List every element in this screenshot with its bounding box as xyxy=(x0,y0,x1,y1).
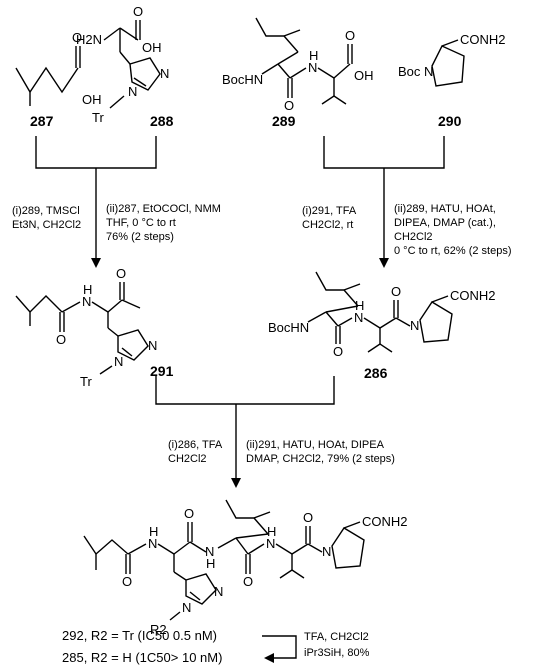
atom-o: O xyxy=(122,574,132,589)
atom-boc: Boc xyxy=(398,64,421,79)
merge-bracket-right-top xyxy=(323,136,445,268)
atom-oh: OH xyxy=(354,68,374,83)
atom-n: N xyxy=(410,318,419,333)
svg-text:(i)289, TMSCl: (i)289, TMSCl xyxy=(12,205,80,217)
atom-n: N xyxy=(266,536,275,551)
conditions-step2-right: (ii)289, HATU, HOAt, DIPEA, DMAP (cat.),… xyxy=(394,203,512,257)
label-291: 291 xyxy=(150,363,174,379)
atom-o: O xyxy=(243,574,253,589)
structure-290: CONH2 Boc N 290 xyxy=(398,32,506,129)
conditions-step2-left: (i)291, TFA CH2Cl2, rt xyxy=(302,205,357,231)
atom-o: O xyxy=(56,332,66,347)
label-287: 287 xyxy=(30,113,54,129)
atom-nh: H xyxy=(309,48,318,63)
svg-text:THF, 0 °C to rt: THF, 0 °C to rt xyxy=(106,217,176,229)
atom-o: O xyxy=(391,284,401,299)
label-286: 286 xyxy=(364,365,388,381)
svg-text:DMAP, CH2Cl2, 79% (2 steps): DMAP, CH2Cl2, 79% (2 steps) xyxy=(246,453,395,465)
structure-286: BocHN O N H O N CONH2 286 xyxy=(268,271,496,381)
atom-n: N xyxy=(424,64,433,79)
merge-bracket-left-top xyxy=(35,136,157,268)
svg-text:iPr3SiH, 80%: iPr3SiH, 80% xyxy=(304,647,370,659)
svg-text:DIPEA, DMAP (cat.),: DIPEA, DMAP (cat.), xyxy=(394,217,496,229)
atom-conh2: CONH2 xyxy=(450,288,496,303)
label-288: 288 xyxy=(150,113,174,129)
atom-nh: H xyxy=(83,282,92,297)
atom-n: N xyxy=(214,584,223,599)
atom-n: N xyxy=(114,354,123,369)
svg-text:(ii)289, HATU, HOAt,: (ii)289, HATU, HOAt, xyxy=(394,203,496,215)
atom-o: O xyxy=(303,510,313,525)
atom-o: O xyxy=(284,98,294,113)
atom-n: N xyxy=(82,294,91,309)
atom-o: O xyxy=(184,506,194,521)
atom-n: N xyxy=(148,338,157,353)
label-289: 289 xyxy=(272,113,296,129)
atom-oh: OH xyxy=(142,40,162,55)
conditions-step1-right: (ii)287, EtOCOCl, NMM THF, 0 °C to rt 76… xyxy=(106,203,221,243)
svg-text:CH2Cl2: CH2Cl2 xyxy=(168,453,207,465)
svg-text:Et3N, CH2Cl2: Et3N, CH2Cl2 xyxy=(12,219,81,231)
structure-292-285: O N H O N H N N R2 O N H O xyxy=(83,499,408,637)
atom-n: N xyxy=(205,544,214,559)
atom-bochn: BocHN xyxy=(222,72,263,87)
svg-text:TFA, CH2Cl2: TFA, CH2Cl2 xyxy=(304,631,369,643)
atom-o: O xyxy=(133,4,143,19)
atom-r2: R2 xyxy=(150,622,167,637)
atom-n: N xyxy=(322,544,331,559)
svg-text:76% (2 steps): 76% (2 steps) xyxy=(106,231,174,243)
atom-n: N xyxy=(148,536,157,551)
svg-text:(i)291, TFA: (i)291, TFA xyxy=(302,205,357,217)
conditions-step4: TFA, CH2Cl2 iPr3SiH, 80% xyxy=(304,631,370,659)
atom-tr: Tr xyxy=(92,110,104,125)
conditions-step1-left: (i)289, TMSCl Et3N, CH2Cl2 xyxy=(12,205,81,231)
atom-o: O xyxy=(72,30,82,45)
structure-287: O OH 287 xyxy=(15,30,102,129)
atom-nh: H xyxy=(355,298,364,313)
structure-291: O N H O N N Tr 291 xyxy=(15,266,174,389)
svg-text:(i)286, TFA: (i)286, TFA xyxy=(168,439,223,451)
atom-o: O xyxy=(116,266,126,281)
atom-h2n: H2N xyxy=(76,32,102,47)
atom-nh: H xyxy=(149,524,158,539)
atom-n: N xyxy=(128,84,137,99)
atom-nh: H xyxy=(206,556,215,571)
atom-n: N xyxy=(160,66,169,81)
label-290: 290 xyxy=(438,113,462,129)
svg-text:CH2Cl2: CH2Cl2 xyxy=(394,231,433,243)
atom-n: N xyxy=(354,310,363,325)
structure-289: BocHN O N H O OH 289 xyxy=(222,17,374,129)
atom-oh: OH xyxy=(82,92,102,107)
atom-o: O xyxy=(333,344,343,359)
structure-288: H2N O OH N N Tr 288 xyxy=(76,4,174,129)
atom-nh: H xyxy=(267,524,276,539)
conditions-step3-left: (i)286, TFA CH2Cl2 xyxy=(168,439,223,465)
deprotection-arrow xyxy=(262,635,297,663)
svg-text:(ii)291, HATU, HOAt, DIPEA: (ii)291, HATU, HOAt, DIPEA xyxy=(246,439,385,451)
merge-bracket-bottom xyxy=(155,376,335,488)
result-285: 285, R2 = H (1C50> 10 nM) xyxy=(62,650,222,665)
atom-conh2: CONH2 xyxy=(460,32,506,47)
svg-text:0 °C to rt, 62% (2 steps): 0 °C to rt, 62% (2 steps) xyxy=(394,245,512,257)
atom-n: N xyxy=(308,60,317,75)
atom-tr: Tr xyxy=(80,374,92,389)
atom-o: O xyxy=(345,28,355,43)
atom-conh2: CONH2 xyxy=(362,514,408,529)
result-292: 292, R2 = Tr (IC50 0.5 nM) xyxy=(62,628,217,643)
svg-text:CH2Cl2, rt: CH2Cl2, rt xyxy=(302,219,353,231)
conditions-step3-right: (ii)291, HATU, HOAt, DIPEA DMAP, CH2Cl2,… xyxy=(246,439,395,465)
atom-bochn: BocHN xyxy=(268,320,309,335)
svg-text:(ii)287, EtOCOCl, NMM: (ii)287, EtOCOCl, NMM xyxy=(106,203,221,215)
atom-n: N xyxy=(182,600,191,615)
